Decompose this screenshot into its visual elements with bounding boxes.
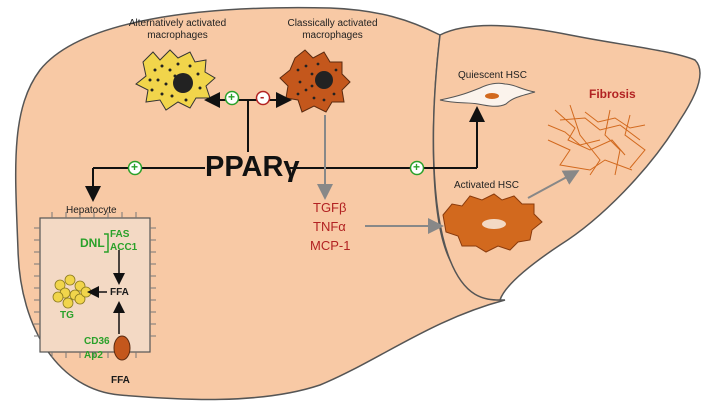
plus-circle-alt: [224, 90, 240, 106]
liver-right-lobe: [432, 24, 701, 301]
cytokine-mcp1: MCP-1: [310, 238, 351, 253]
plus-sign-hsc: +: [413, 160, 421, 174]
hepatocyte-villi: [34, 212, 156, 358]
plus-sign-hepatocyte: +: [131, 160, 139, 174]
quiescent-hsc-label: Quiescent HSC: [458, 70, 527, 81]
ffa-inner-label: FFA: [110, 287, 129, 298]
ffa-outer-label: FFA: [111, 375, 130, 386]
cd36-transporter: [113, 335, 131, 361]
tg-label: TG: [60, 310, 74, 321]
plus-sign-alt: +: [228, 90, 236, 104]
hepatocyte-title: Hepatocyte: [66, 205, 117, 216]
ap2-label: Ap2: [84, 350, 103, 361]
activated-hsc-label: Activated HSC: [454, 180, 520, 191]
connector-arrows: [85, 92, 580, 334]
alt-macrophage-label: Alternatively activated macrophages: [128, 18, 227, 41]
pparg-label: PPARγ: [205, 151, 300, 183]
cytokine-tnfa: TNFα: [313, 219, 346, 234]
cytokine-tgfb: TGFβ: [313, 200, 347, 215]
plus-circle-hepatocyte: [127, 160, 143, 176]
fibrosis-label: Fibrosis: [589, 87, 636, 101]
classical-macrophage: [279, 49, 351, 113]
acc1-label: ACC1: [110, 242, 138, 253]
cd36-label: CD36: [84, 336, 110, 347]
classical-macrophage-label: Classically activated macrophages: [287, 18, 378, 41]
minus-circle-classical: [255, 90, 271, 106]
minus-sign-classical: -: [260, 89, 265, 104]
alternative-macrophage: [135, 49, 216, 111]
fas-label: FAS: [110, 229, 130, 240]
dnl-label: DNL: [80, 236, 105, 250]
fibrosis-network: [547, 104, 646, 176]
tg-droplets: [52, 274, 92, 309]
plus-circle-hsc: [409, 160, 425, 176]
